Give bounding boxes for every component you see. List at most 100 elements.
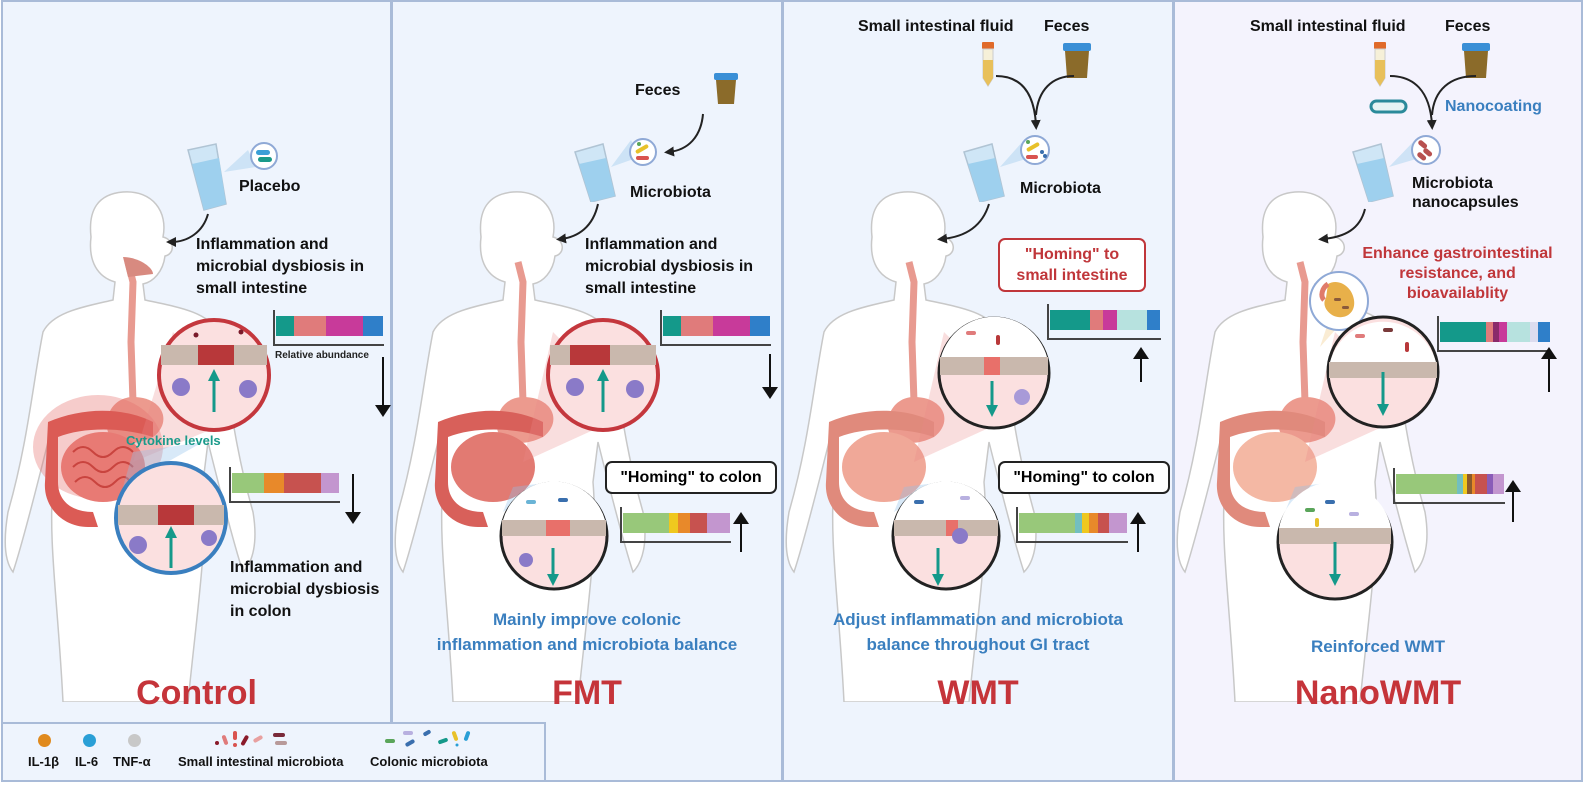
bar-segment	[1440, 322, 1487, 342]
bar-segment	[749, 316, 770, 336]
bar-segment	[320, 473, 339, 493]
bar-y-axis	[1016, 507, 1018, 543]
bar-segment	[1089, 513, 1098, 533]
bar-x-axis	[1047, 338, 1161, 340]
nanocapsule-glass-icon	[1352, 135, 1441, 202]
bar-segment	[707, 513, 730, 533]
bar-x-axis	[1016, 541, 1128, 543]
bar-segment	[1117, 310, 1147, 330]
cytokine-levels-label: Cytokine levels	[126, 433, 221, 448]
bar-segment	[1457, 474, 1463, 494]
small-intestinal-fluid-label: Small intestinal fluid	[1250, 18, 1406, 35]
bar-segment	[1050, 310, 1090, 330]
large-intestine	[434, 410, 543, 527]
homing-colon-box: "Homing" to colon	[998, 461, 1170, 494]
feces-container-icon	[714, 73, 738, 104]
stacked-bar	[1396, 474, 1504, 494]
bar-y-axis	[660, 310, 662, 346]
bar-segment	[326, 316, 363, 336]
legend-colonic-microbiota: Colonic microbiota	[370, 754, 488, 769]
bar-y-axis	[273, 310, 275, 346]
stacked-bar	[1050, 310, 1160, 330]
panel-wmt: Small intestinal fluid Feces Microbiota …	[782, 0, 1174, 782]
panel-control: Placebo Inflammation and microbial dysbi…	[1, 0, 392, 782]
bar-segment	[713, 316, 750, 336]
small-intestine-magnifier	[157, 318, 271, 432]
bar-segment	[690, 513, 708, 533]
bar-segment	[1097, 513, 1109, 533]
panel-description: Adjust inflammation and microbiota balan…	[833, 610, 1123, 654]
bar-segment	[362, 316, 383, 336]
microbiota-label: Microbiota	[1020, 180, 1101, 197]
trend-arrow-head	[733, 512, 749, 524]
bar-segment	[663, 316, 682, 336]
trend-arrow-icon	[1541, 347, 1557, 392]
bar-segment	[677, 513, 691, 533]
nanocoating-capsule-icon	[1369, 99, 1408, 114]
colon-abundance-bar	[620, 507, 733, 543]
enhance-resistance-text: Enhance gastrointestinal resistance, and…	[1362, 245, 1553, 302]
bar-segment	[294, 316, 327, 336]
tnfa-dot-icon	[128, 734, 141, 747]
trend-arrow-head	[1505, 480, 1521, 492]
stacked-bar	[663, 316, 770, 336]
bar-segment	[232, 473, 265, 493]
bar-segment	[284, 473, 321, 493]
microbiota-glass-icon	[574, 138, 657, 202]
intake-arrow-icon	[1318, 208, 1366, 244]
bar-segment	[1089, 310, 1103, 330]
intake-arrow-icon	[937, 203, 990, 244]
merge-arrow-icon	[1389, 75, 1477, 130]
colon-magnifier	[114, 461, 228, 575]
bar-x-axis	[660, 344, 771, 346]
relative-abundance-label: Relative abundance	[275, 350, 369, 361]
small-intestine-text: Inflammation and microbial dysbiosis in …	[585, 236, 754, 297]
bar-segment	[623, 513, 669, 533]
feces-label: Feces	[1445, 18, 1491, 35]
legend-small-intestinal-microbiota: Small intestinal microbiota	[178, 754, 344, 769]
trend-arrow-icon	[1130, 512, 1146, 552]
panel-nanowmt: Small intestinal fluid Feces Nanocoating…	[1173, 0, 1583, 782]
stacked-bar	[623, 513, 730, 533]
fluid-tube-icon	[1374, 42, 1386, 87]
small-intestine	[451, 432, 535, 502]
small-intestine-abundance-bar	[1437, 316, 1553, 352]
bar-x-axis	[1437, 350, 1551, 352]
bar-y-axis	[229, 467, 231, 503]
bar-segment	[1396, 474, 1458, 494]
il6-dot-icon	[83, 734, 96, 747]
trend-arrow-head	[762, 387, 778, 399]
large-intestine	[825, 410, 934, 527]
bar-segment	[1537, 322, 1550, 342]
bar-x-axis	[1393, 502, 1505, 504]
panel-title: Control	[136, 674, 257, 712]
trend-arrow-icon	[733, 512, 749, 552]
trend-arrow-icon	[1505, 480, 1521, 522]
panel-description: Mainly improve colonic inflammation and …	[436, 610, 738, 654]
colon-magnifier	[1276, 482, 1394, 601]
feces-label: Feces	[1044, 18, 1090, 35]
bar-segment	[1492, 474, 1504, 494]
small-intestine-magnifier	[1326, 315, 1440, 429]
small-intestine-text: Inflammation and microbial dysbiosis in …	[196, 236, 365, 297]
bar-y-axis	[1047, 304, 1049, 340]
microbiota-glass-icon	[963, 135, 1050, 202]
small-intestine-magnifier	[937, 316, 1051, 430]
colonic-microbiota-icon	[385, 730, 471, 747]
feces-container-icon	[1462, 43, 1490, 78]
bar-segment	[1146, 310, 1160, 330]
colon-magnifier	[891, 481, 1001, 591]
legend-tnfa: TNF-α	[113, 754, 151, 769]
legend-il6: IL-6	[75, 754, 99, 769]
panel-title: FMT	[552, 674, 622, 712]
bar-segment	[1075, 513, 1082, 533]
homing-colon-box: "Homing" to colon	[605, 461, 777, 494]
stacked-bar	[232, 473, 339, 493]
trend-arrow-head	[1130, 512, 1146, 524]
bar-segment	[669, 513, 678, 533]
bar-segment	[264, 473, 285, 493]
colon-text: Inflammation and microbial dysbiosis in …	[230, 559, 380, 620]
bar-segment	[1529, 322, 1538, 342]
trend-arrow-head	[375, 405, 391, 417]
bar-segment	[1487, 474, 1493, 494]
